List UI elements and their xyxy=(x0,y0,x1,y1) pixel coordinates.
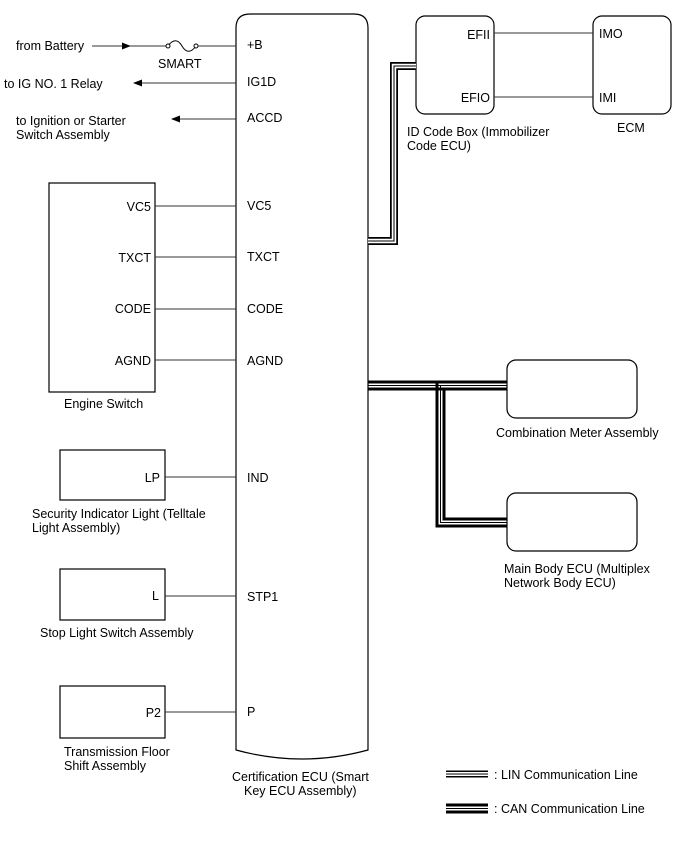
combination-meter-box xyxy=(506,359,638,419)
combination-meter-name: Combination Meter Assembly xyxy=(496,426,659,440)
ecu-pin-ig1d: IG1D xyxy=(247,75,276,89)
ecu-name-line2: Key ECU Assembly) xyxy=(244,784,357,798)
ecm-pin-imo: IMO xyxy=(599,27,623,41)
engine-switch-pin-code: CODE xyxy=(115,302,151,316)
ecu-pin-vc5: VC5 xyxy=(247,199,271,213)
ecu-pin-code: CODE xyxy=(247,302,283,316)
id-code-box-name-line1: ID Code Box (Immobilizer xyxy=(407,125,549,139)
can-line-main-body-ecu xyxy=(368,380,507,528)
engine-switch-pin-txct: TXCT xyxy=(118,251,151,265)
security-indicator-name-line2: Light Assembly) xyxy=(32,521,120,535)
id-code-box-name-line2: Code ECU) xyxy=(407,139,471,153)
main-body-ecu-box xyxy=(506,492,638,552)
stop-light-switch-name: Stop Light Switch Assembly xyxy=(40,626,194,640)
id-code-box-pin-efii: EFII xyxy=(467,28,490,42)
fuse-icon xyxy=(167,40,197,52)
stop-light-switch-pin-l: L xyxy=(152,589,159,603)
ecu-pin-accd: ACCD xyxy=(247,111,282,125)
fuse-terminal-right-icon xyxy=(193,43,199,49)
legend-can-label: : CAN Communication Line xyxy=(494,802,645,816)
to-ignition-label-line2: Switch Assembly xyxy=(16,128,111,142)
ecu-pin-b: +B xyxy=(247,38,263,52)
engine-switch-name: Engine Switch xyxy=(64,397,143,411)
ecm-pin-imi: IMI xyxy=(599,91,616,105)
security-indicator-pin-lp: LP xyxy=(145,471,160,485)
shift-assembly-name-line2: Shift Assembly xyxy=(64,759,147,773)
fuse-label: SMART xyxy=(158,57,202,71)
shift-assembly-pin-p2: P2 xyxy=(146,706,161,720)
security-indicator-box xyxy=(59,449,166,501)
id-code-box-pin-efio: EFIO xyxy=(461,91,490,105)
ecu-name-line1: Certification ECU (Smart xyxy=(232,770,369,784)
engine-switch-pin-vc5: VC5 xyxy=(127,200,151,214)
engine-switch-pin-agnd: AGND xyxy=(115,354,151,368)
to-ignition-label-line1: to Ignition or Starter xyxy=(16,114,126,128)
certification-ecu-box xyxy=(235,13,369,760)
from-battery-label: from Battery xyxy=(16,39,85,53)
ecu-pin-agnd: AGND xyxy=(247,354,283,368)
stop-light-switch-box xyxy=(59,568,166,621)
shift-assembly-name-line1: Transmission Floor xyxy=(64,745,170,759)
ecm-box xyxy=(592,15,672,115)
to-ig-relay-label: to IG NO. 1 Relay xyxy=(4,77,103,91)
ecm-name: ECM xyxy=(617,121,645,135)
fuse-terminal-left-icon xyxy=(165,43,171,49)
security-indicator-name-line1: Security Indicator Light (Telltale xyxy=(32,507,206,521)
main-body-ecu-name-line2: Network Body ECU) xyxy=(504,576,616,590)
ecu-pin-p: P xyxy=(247,705,255,719)
engine-switch-box xyxy=(48,182,156,393)
main-body-ecu-name-line1: Main Body ECU (Multiplex xyxy=(504,562,651,576)
ecu-pin-txct: TXCT xyxy=(247,250,280,264)
legend-lin-label: : LIN Communication Line xyxy=(494,768,638,782)
ecu-pin-stp1: STP1 xyxy=(247,590,278,604)
ecu-pin-ind: IND xyxy=(247,471,269,485)
legend-can-symbol xyxy=(446,803,488,814)
